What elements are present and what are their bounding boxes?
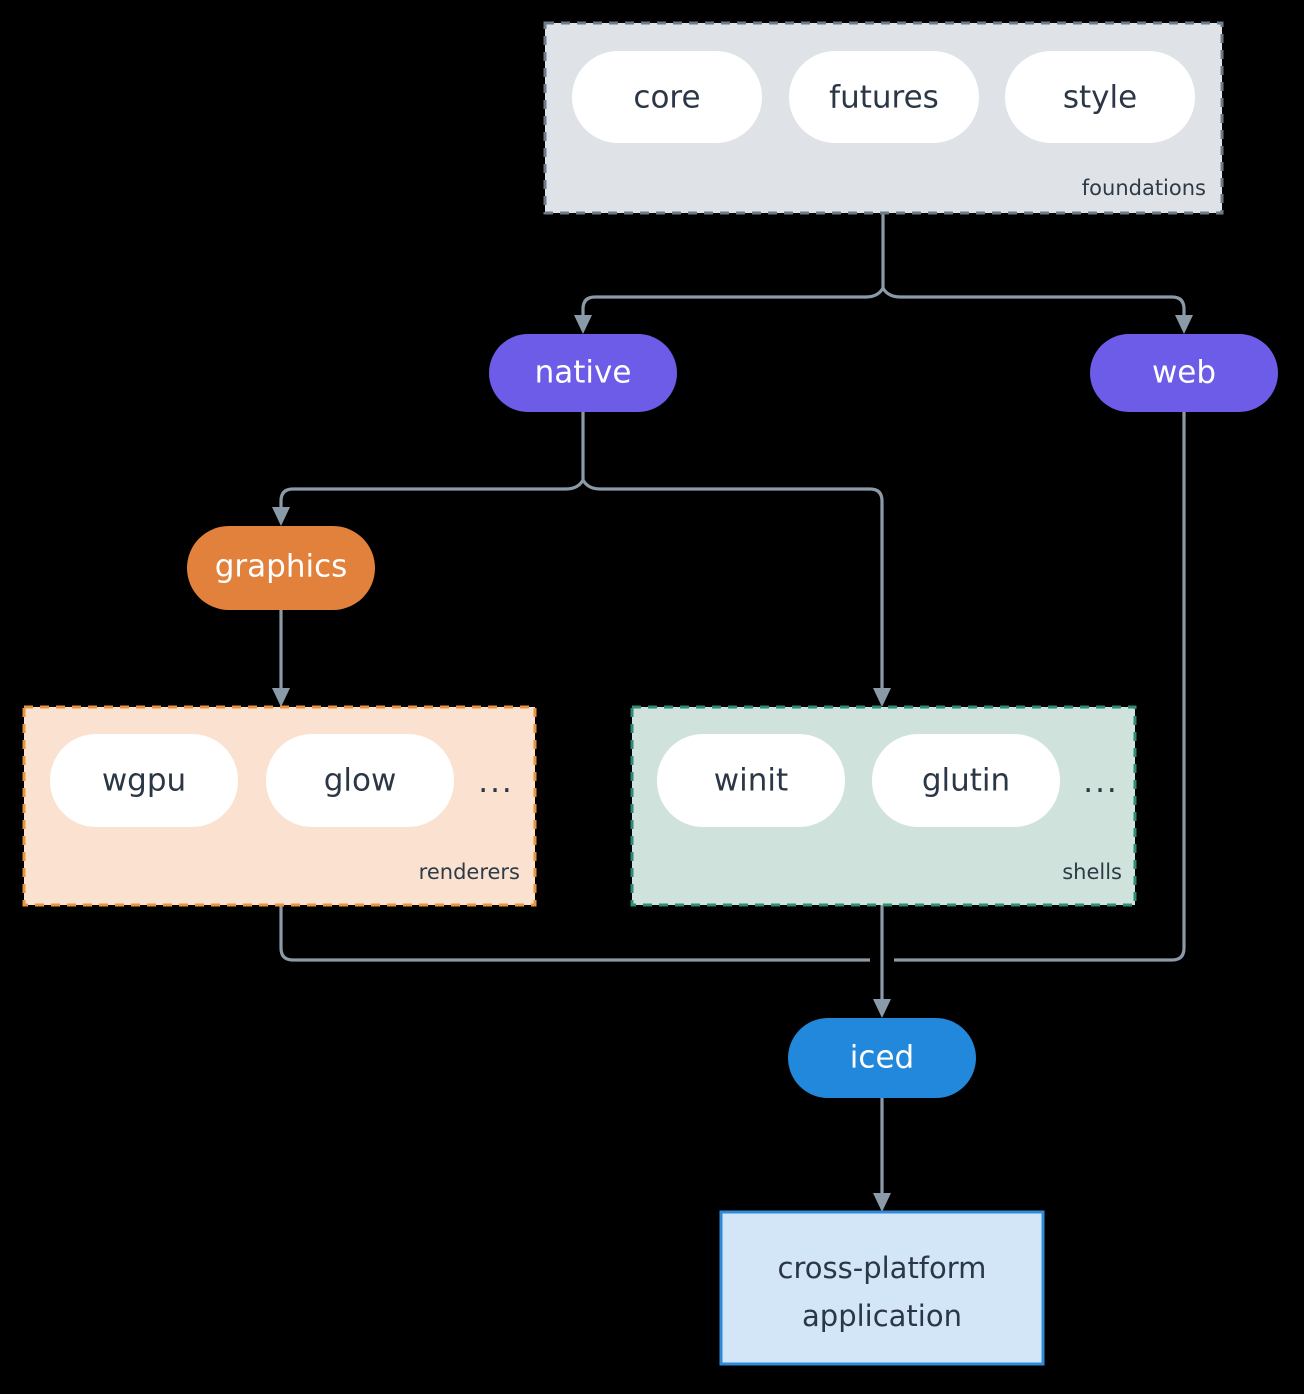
application-label-line2: application (802, 1299, 962, 1333)
arrowhead-native (574, 315, 592, 334)
node-native[interactable]: native (489, 334, 677, 412)
edge-native-to-graphics (279, 479, 585, 514)
pill-futures[interactable]: futures (789, 51, 979, 143)
node-iced[interactable]: iced (788, 1018, 976, 1098)
group-foundations-label: foundations (1082, 176, 1206, 200)
pill-wgpu-label: wgpu (102, 763, 186, 799)
pill-style[interactable]: style (1005, 51, 1195, 143)
pill-glutin-label: glutin (922, 763, 1010, 799)
group-renderers-label: renderers (419, 860, 520, 884)
node-iced-label: iced (850, 1040, 914, 1076)
node-graphics-label: graphics (215, 549, 348, 585)
application-label-line1: cross-platform (778, 1251, 987, 1285)
edge-foundations-to-native (581, 287, 885, 322)
group-foundations[interactable]: core futures style foundations (543, 21, 1224, 215)
group-shells-label: shells (1062, 860, 1122, 884)
pill-glow[interactable]: glow (266, 734, 454, 827)
pill-glow-label: glow (324, 763, 397, 799)
node-web[interactable]: web (1090, 334, 1278, 412)
arrowhead-web (1175, 315, 1193, 334)
node-graphics[interactable]: graphics (187, 526, 375, 610)
application-box (719, 1210, 1045, 1366)
node-web-label: web (1152, 355, 1216, 391)
group-renderers[interactable]: wgpu glow ... renderers (22, 705, 537, 907)
arrowhead-shells (873, 688, 891, 707)
pill-core-label: core (633, 80, 700, 116)
pill-wgpu[interactable]: wgpu (50, 734, 238, 827)
pill-futures-label: futures (829, 80, 939, 116)
arrowhead-application (873, 1193, 891, 1212)
arrowhead-graphics (272, 507, 290, 526)
edge-web-to-iced (894, 411, 1186, 962)
edge-renderers-to-iced (279, 905, 870, 962)
node-application[interactable]: cross-platform application (719, 1210, 1045, 1366)
edge-foundations-to-web (881, 287, 1186, 322)
arrowhead-renderers (272, 688, 290, 707)
edge-layer (272, 213, 1193, 1212)
shells-ellipsis: ... (1083, 764, 1119, 800)
pill-winit-label: winit (714, 763, 788, 799)
arrowhead-iced (873, 999, 891, 1018)
renderers-ellipsis: ... (478, 764, 514, 800)
pill-winit[interactable]: winit (657, 734, 845, 827)
node-native-label: native (535, 355, 632, 391)
pill-style-label: style (1063, 80, 1137, 116)
pill-glutin[interactable]: glutin (872, 734, 1060, 827)
edge-native-to-shells (581, 479, 884, 695)
pill-core[interactable]: core (572, 51, 762, 143)
group-shells[interactable]: winit glutin ... shells (630, 705, 1137, 907)
